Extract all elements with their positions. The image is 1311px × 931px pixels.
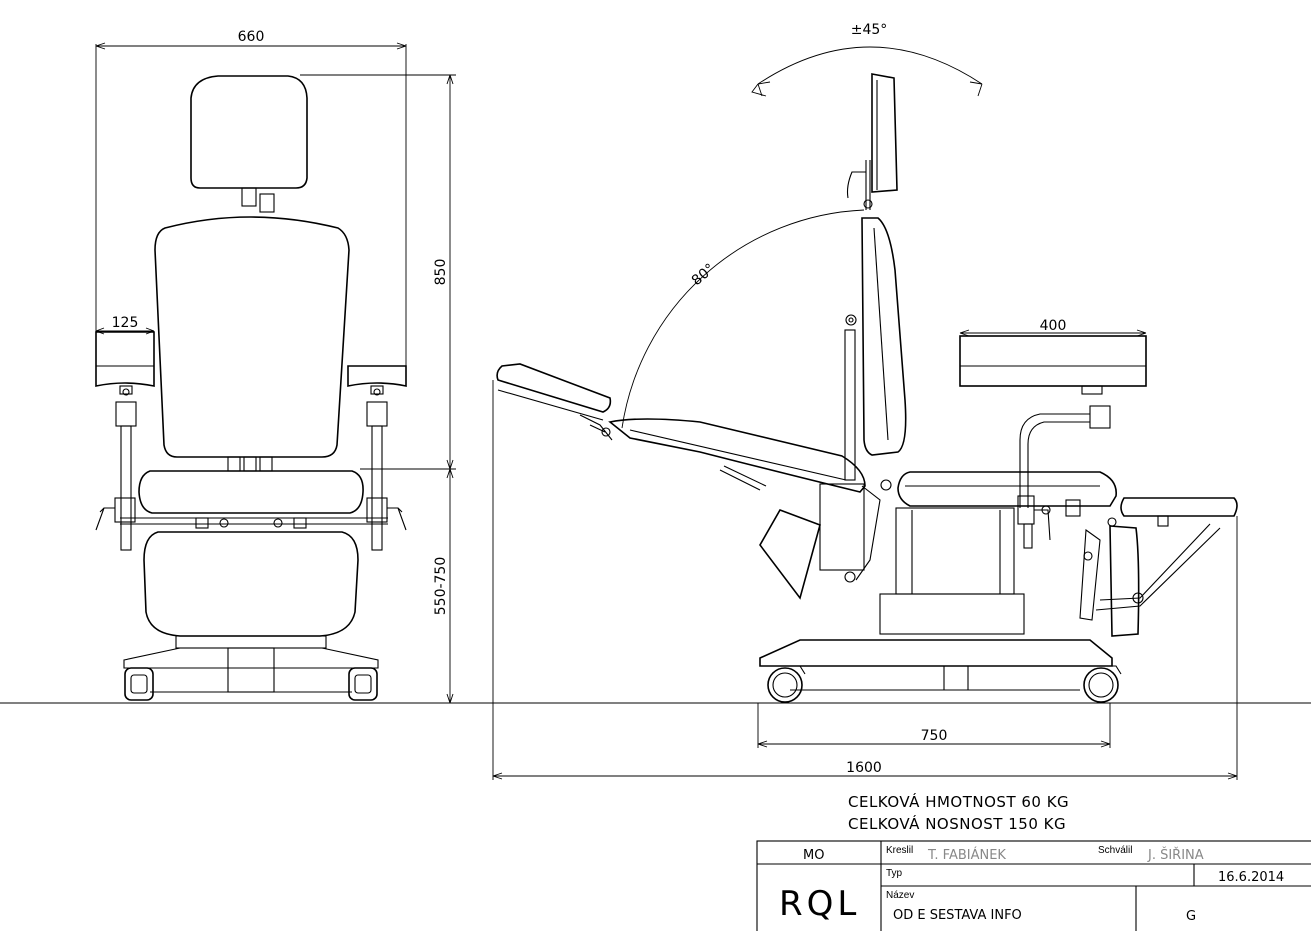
dim-125-label: 125 bbox=[112, 315, 139, 331]
side-legrest-box bbox=[759, 509, 821, 600]
side-dimensions: 400 750 1600 bbox=[492, 318, 1238, 780]
tb-logo: RQL bbox=[779, 884, 860, 924]
dim-750-label: 750 bbox=[921, 728, 948, 744]
tb-revision: G bbox=[1186, 909, 1196, 924]
arc-45 bbox=[757, 46, 983, 85]
angle-annotations: 80° ±45° bbox=[621, 22, 983, 429]
dim-660-label: 660 bbox=[238, 29, 265, 45]
side-backrest bbox=[861, 217, 907, 456]
tb-mo-label: MO bbox=[803, 848, 824, 863]
side-caster-left bbox=[767, 667, 803, 703]
side-seat bbox=[897, 471, 1117, 507]
front-lever-right bbox=[387, 507, 407, 531]
side-tray-arm bbox=[1019, 413, 1090, 508]
side-tray bbox=[959, 335, 1147, 387]
front-caster-right bbox=[348, 667, 378, 701]
arc-80 bbox=[621, 209, 865, 429]
tb-drawn-label: Kreslil bbox=[886, 845, 913, 856]
front-legrest bbox=[143, 531, 359, 637]
side-seat-reclined bbox=[608, 418, 866, 493]
angle-45-label: ±45° bbox=[851, 22, 888, 38]
side-footrest bbox=[1120, 497, 1238, 517]
angle-80-label: 80° bbox=[689, 261, 718, 289]
tb-type-label: Typ bbox=[886, 868, 903, 879]
dim-1600-label: 1600 bbox=[846, 760, 882, 776]
front-armrest-left bbox=[95, 331, 155, 387]
front-backrest bbox=[154, 216, 350, 458]
tb-drawn-value: T. FABIÁNEK bbox=[927, 847, 1006, 863]
dim-400-label: 400 bbox=[1040, 318, 1067, 334]
front-column bbox=[227, 647, 275, 693]
front-lever-left bbox=[95, 507, 115, 531]
dim-550-750-label: 550-750 bbox=[433, 557, 449, 616]
front-headrest-post bbox=[241, 187, 257, 207]
note-capacity: CELKOVÁ NOSNOST 150 KG bbox=[848, 814, 1066, 833]
side-column bbox=[895, 507, 1015, 595]
tb-checked-label: Schválil bbox=[1098, 845, 1132, 856]
front-caster-left bbox=[124, 667, 154, 701]
tb-name-value: OD E SESTAVA INFO bbox=[893, 908, 1022, 923]
side-headrest bbox=[871, 73, 898, 193]
tb-checked-value: J. ŠIŘINA bbox=[1147, 847, 1204, 863]
side-caster-right bbox=[1083, 667, 1119, 703]
front-view bbox=[95, 75, 407, 701]
tb-date: 16.6.2014 bbox=[1218, 870, 1284, 885]
dim-850-label: 850 bbox=[433, 259, 449, 286]
side-view bbox=[496, 73, 1238, 703]
front-seat bbox=[138, 470, 364, 514]
front-dimensions: 660 125 850 550-750 bbox=[95, 29, 456, 704]
side-legrest-extended bbox=[496, 363, 612, 413]
side-base bbox=[759, 639, 1113, 667]
side-footrest-linkage bbox=[1095, 523, 1221, 611]
tb-name-label: Název bbox=[886, 890, 914, 901]
note-weight: CELKOVÁ HMOTNOST 60 KG bbox=[848, 792, 1069, 811]
title-block: MO Kreslil T. FABIÁNEK Schválil J. ŠIŘIN… bbox=[756, 840, 1311, 931]
front-headrest bbox=[190, 75, 308, 189]
front-armrest-right bbox=[347, 365, 407, 387]
front-base bbox=[123, 647, 379, 669]
